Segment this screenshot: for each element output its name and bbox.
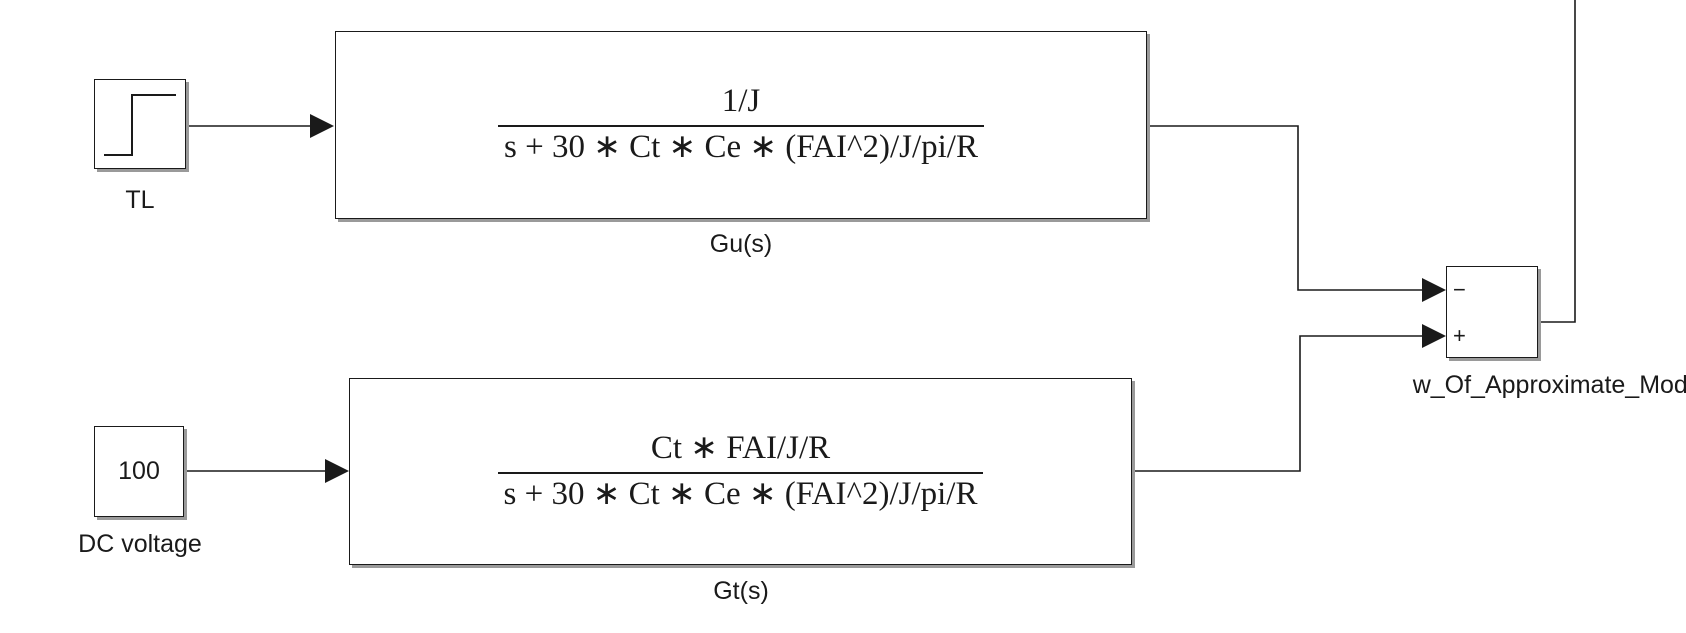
line-gu-to-sum-minus <box>1147 125 1426 291</box>
arrowhead-sum-minus <box>1422 278 1446 302</box>
gt-fraction: Ct ∗ FAI/J/R s + 30 ∗ Ct ∗ Ce ∗ (FAI^2)/… <box>497 429 984 514</box>
gu-numerator: 1/J <box>721 83 761 120</box>
gt-label: Gt(s) <box>713 577 769 605</box>
sum-block-label: w_Of_Approximate_Model <box>1412 371 1686 399</box>
gu-fraction: 1/J s + 30 ∗ Ct ∗ Ce ∗ (FAI^2)/J/pi/R <box>498 83 984 167</box>
sum-port-minus-sign: − <box>1453 277 1466 302</box>
gu-label: Gu(s) <box>709 230 773 258</box>
line-gt-to-sum-plus <box>1132 335 1426 472</box>
constant-value: 100 <box>118 457 160 485</box>
gu-denominator: s + 30 ∗ Ct ∗ Ce ∗ (FAI^2)/J/pi/R <box>498 125 984 167</box>
sum-block[interactable]: − + <box>1446 266 1538 358</box>
arrowhead-gu-input <box>310 114 334 138</box>
constant-block[interactable]: 100 <box>94 426 184 517</box>
transfer-fcn-gt[interactable]: Ct ∗ FAI/J/R s + 30 ∗ Ct ∗ Ce ∗ (FAI^2)/… <box>349 378 1132 565</box>
arrowhead-gt-input <box>325 459 349 483</box>
sum-port-plus-sign: + <box>1453 323 1466 348</box>
arrowhead-sum-plus <box>1422 324 1446 348</box>
line-sum-output <box>1538 0 1576 323</box>
step-function-icon <box>103 93 176 156</box>
constant-block-label: DC voltage <box>78 530 202 558</box>
gt-denominator: s + 30 ∗ Ct ∗ Ce ∗ (FAI^2)/J/pi/R <box>497 471 984 514</box>
step-block[interactable] <box>94 79 186 169</box>
step-block-label: TL <box>125 186 155 214</box>
transfer-fcn-gu[interactable]: 1/J s + 30 ∗ Ct ∗ Ce ∗ (FAI^2)/J/pi/R <box>335 31 1147 219</box>
gt-numerator: Ct ∗ FAI/J/R <box>650 429 831 466</box>
